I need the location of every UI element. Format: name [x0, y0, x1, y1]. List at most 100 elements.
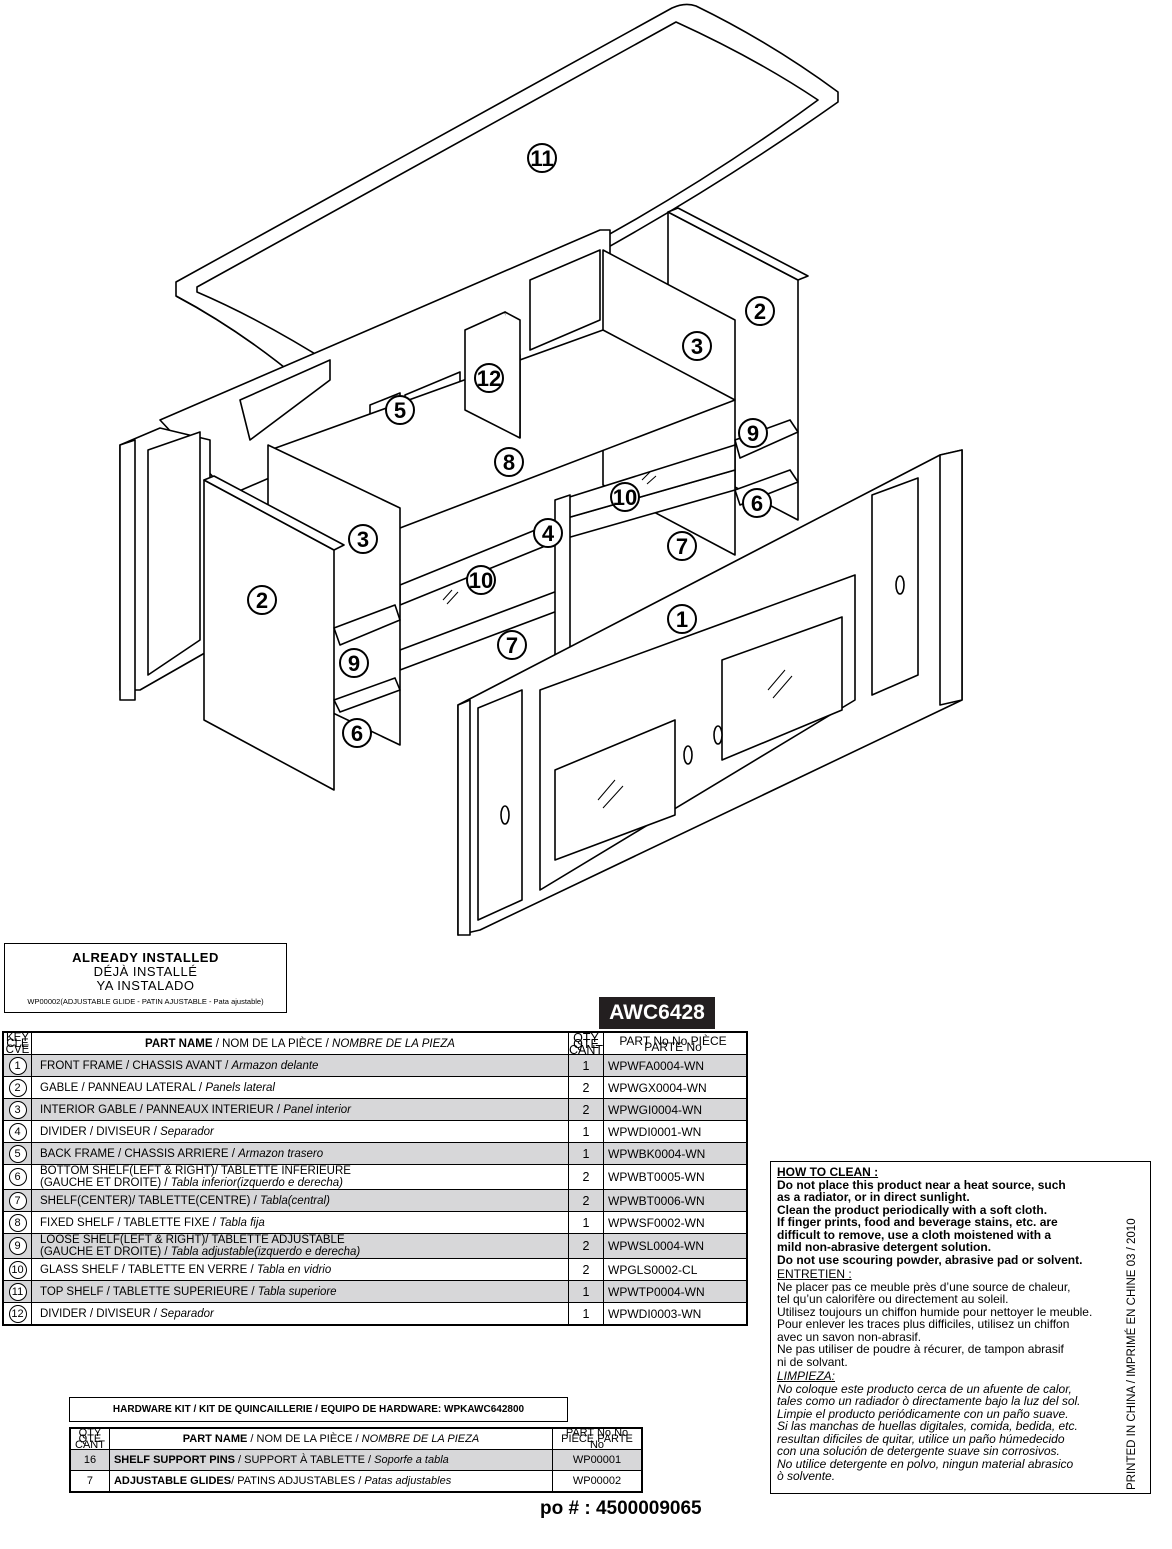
hw-part-name: SHELF SUPPORT PINS / SUPPORT À TABLETTE …	[108, 1449, 554, 1471]
already-installed-box: ALREADY INSTALLED DÉJÀ INSTALLÉ YA INSTA…	[4, 943, 287, 1013]
model-number-badge: AWC6428	[599, 997, 715, 1029]
part-qty: 2	[567, 1258, 605, 1281]
part-qty: 1	[567, 1280, 605, 1303]
cleaning-line: Ne pas utiliser de poudre à récurer, de …	[777, 1342, 1064, 1356]
callout-3: 3	[348, 524, 378, 554]
callout-label: 11	[530, 146, 553, 171]
cleaning-line: Si las manchas de huellas digitales, com…	[777, 1419, 1078, 1433]
callout-label: 2	[754, 299, 766, 324]
callout-1: 1	[667, 604, 697, 634]
part-qty: 1	[567, 1142, 605, 1165]
hw-part-number: WP00002	[552, 1470, 643, 1493]
part-number: WPWDI0001-WN	[603, 1120, 748, 1143]
cleaning-line: avec un savon non-abrasif.	[777, 1329, 922, 1344]
cleaning-line: Clean the product periodically with a so…	[777, 1202, 1048, 1217]
callout-label: 2	[256, 588, 268, 613]
callout-label: 10	[613, 485, 637, 510]
callout-7: 7	[497, 630, 527, 660]
callout-3: 3	[682, 331, 712, 361]
left-gable-drawing	[203, 475, 345, 791]
parts-table: KEY CLE CVE PART NAME / NOM DE LA PIÈCE …	[2, 1031, 748, 1326]
cleaning-line: difficult to remove, use a cloth moisten…	[777, 1227, 1052, 1242]
callout-6: 6	[742, 488, 772, 518]
hw-qty-header: QTY QTÉ CANT	[69, 1427, 110, 1450]
callout-label: 8	[503, 450, 515, 475]
part-name: SHELF(CENTER)/ TABLETTE(CENTRE) / Tabla(…	[31, 1189, 569, 1212]
part-qty: 2	[567, 1189, 605, 1212]
part-qty: 1	[567, 1120, 605, 1143]
part-name: DIVIDER / DIVISEUR / Separador	[31, 1302, 569, 1326]
callout-label: 3	[691, 334, 703, 359]
callout-6: 6	[342, 718, 372, 748]
callout-label: 7	[676, 534, 688, 559]
callout-label: 3	[357, 527, 369, 552]
entretien-title: ENTRETIEN :	[777, 1267, 852, 1281]
hw-part-number: WP00001	[552, 1449, 643, 1471]
part-key: 5	[2, 1142, 32, 1165]
callout-9: 9	[339, 648, 369, 678]
already-installed-en: ALREADY INSTALLED	[72, 950, 219, 965]
callout-7: 7	[667, 531, 697, 561]
qty-header: QTY QTÉ CANT	[567, 1030, 605, 1057]
cleaning-line: ò solvente.	[777, 1469, 836, 1483]
callout-label: 4	[542, 521, 555, 546]
part-qty: 2	[567, 1164, 605, 1190]
part-key: 12	[2, 1302, 32, 1326]
cleaning-line: Do not place this product near a heat so…	[777, 1177, 1066, 1192]
callout-label: 9	[348, 651, 360, 676]
left-shelves-drawing	[333, 604, 401, 713]
parts-table-header: KEY CLE CVE PART NAME / NOM DE LA PIÈCE …	[2, 1030, 748, 1057]
part-qty: 2	[567, 1233, 605, 1259]
po-number: po # : 4500009065	[540, 1498, 702, 1519]
cleaning-title: HOW TO CLEAN :	[777, 1165, 879, 1179]
part-key: 4	[2, 1120, 32, 1143]
hw-part-name-header: PART NAME / NOM DE LA PIÈCE / NOMBRE DE …	[108, 1427, 554, 1450]
part-name-header: PART NAME / NOM DE LA PIÈCE / NOMBRE DE …	[31, 1031, 569, 1055]
cleaning-line: tel qu’un calorifère ou directement au s…	[777, 1292, 1009, 1306]
already-installed-es: YA INSTALADO	[96, 978, 195, 993]
front-frame-drawing	[457, 449, 963, 936]
hw-qty: 7	[69, 1470, 110, 1493]
cleaning-line: ni de solvant.	[777, 1354, 848, 1369]
part-number: WPWSF0002-WN	[603, 1211, 748, 1234]
callout-label: 1	[676, 607, 688, 632]
part-number: WPWGI0004-WN	[603, 1098, 748, 1121]
part-name: FIXED SHELF / TABLETTE FIXE / Tabla fija	[31, 1211, 569, 1234]
callout-11: 11	[527, 143, 557, 173]
callout-label: 12	[477, 366, 501, 391]
part-qty: 2	[567, 1076, 605, 1099]
limpieza-title: LIMPIEZA:	[777, 1369, 836, 1383]
hw-qty: 16	[69, 1449, 110, 1471]
callout-10: 10	[466, 565, 496, 595]
cleaning-line: resultan dificiles de quitar, utilice un…	[777, 1431, 1065, 1446]
hardware-kit-title: HARDWARE KIT / KIT DE QUINCAILLERIE / EQ…	[69, 1397, 568, 1422]
left-side-frame-drawing	[119, 427, 211, 701]
part-key: 2	[2, 1076, 32, 1099]
callout-4: 4	[533, 518, 563, 548]
part-key: 9	[2, 1233, 32, 1259]
cleaning-line: Pour enlever les traces plus difficiles,…	[777, 1317, 1070, 1331]
cleaning-instructions: HOW TO CLEAN : Do not place this product…	[770, 1161, 1151, 1494]
part-key: 6	[2, 1164, 32, 1190]
part-no-header: PART No No PIÈCE PARTE No	[603, 1031, 748, 1055]
part-qty: 1	[567, 1211, 605, 1234]
part-number: WPWBT0005-WN	[603, 1164, 748, 1190]
cleaning-line: as a radiator, or in direct sunlight.	[777, 1190, 970, 1204]
hw-part-no-header: PART No No PIÈCE PARTE No	[552, 1427, 643, 1450]
part-number: WPGLS0002-CL	[603, 1258, 748, 1281]
callout-8: 8	[494, 447, 524, 477]
printed-in-china-note: PRINTED IN CHINA / IMPRIMÉ EN CHINE 03 /…	[1126, 1218, 1138, 1490]
part-key: 10	[2, 1258, 32, 1281]
